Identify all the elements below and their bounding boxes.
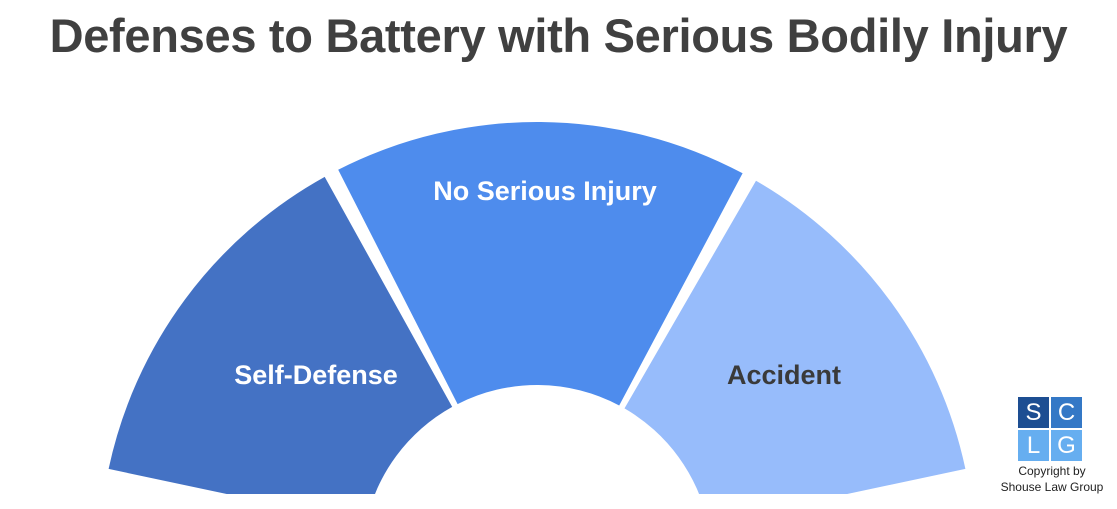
copyright-line-2: Shouse Law Group	[1000, 480, 1104, 494]
sclg-logo-icon: S C L G	[1018, 397, 1082, 461]
label-no-serious-injury: No Serious Injury	[433, 176, 657, 206]
segment-self-defense	[108, 176, 453, 509]
logo-letter-c: C	[1051, 397, 1082, 428]
label-self-defense: Self-Defense	[234, 360, 398, 390]
label-accident: Accident	[727, 360, 841, 390]
segment-no-serious-injury	[338, 122, 743, 406]
baseline-mask	[0, 494, 980, 509]
logo-letter-l: L	[1018, 430, 1049, 461]
copyright-line-1: Copyright by	[1018, 464, 1086, 478]
logo-letter-g: G	[1051, 430, 1082, 461]
page-title: Defenses to Battery with Serious Bodily …	[49, 9, 1068, 62]
copyright-notice: Copyright by Shouse Law Group	[990, 463, 1114, 495]
segment-accident	[624, 180, 966, 509]
logo-letter-s: S	[1018, 397, 1049, 428]
